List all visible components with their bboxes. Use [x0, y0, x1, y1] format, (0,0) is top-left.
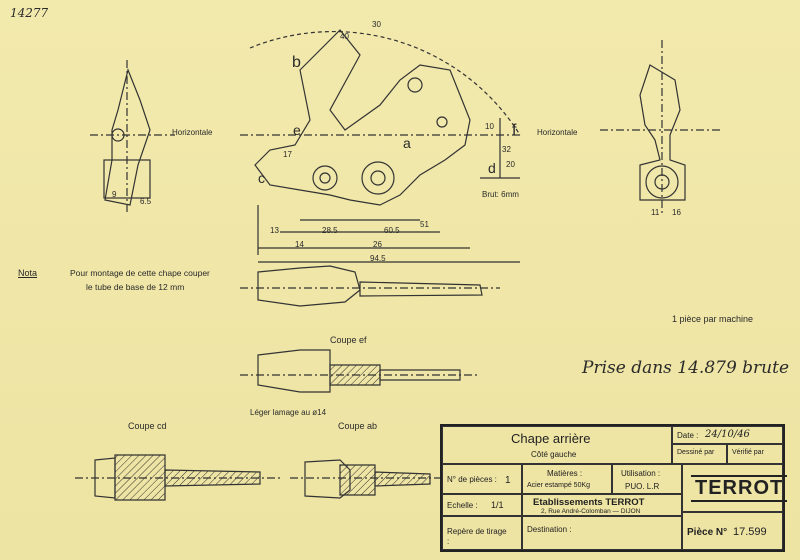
- main-plan-view: [240, 29, 521, 263]
- n-pieces-value: 1: [505, 475, 511, 486]
- destination-label: Destination :: [527, 525, 572, 534]
- long-side-view: [240, 265, 500, 307]
- date-cell: Date : 24/10/46: [672, 426, 783, 444]
- dimension-label: 30: [372, 20, 381, 29]
- brand-cell: TERROT: [682, 464, 788, 512]
- brut-label: Brut: 6mm: [482, 190, 519, 199]
- dimension-label: 9: [112, 190, 117, 199]
- horizontale-left-label: Horizontale: [172, 128, 213, 137]
- n-pieces-label: N° de pièces :: [447, 475, 497, 484]
- per-machine-note: 1 pièce par machine: [672, 314, 754, 324]
- corner-number: 14277: [10, 6, 49, 20]
- company-address: 2, Rue André-Colomban — DIJON: [541, 508, 641, 515]
- date-value: 24/10/46: [705, 429, 750, 440]
- n-pieces-cell: N° de pièces : 1: [442, 464, 522, 494]
- drawing-title: Chape arrière: [511, 431, 591, 446]
- dimension-label: 60.5: [384, 226, 400, 235]
- repere-cell: Repère de tirage :: [442, 516, 522, 550]
- coupe-ab-label: Coupe ab: [338, 421, 378, 431]
- dimension-label: 20: [506, 160, 515, 169]
- utilisation-value: PUO. L.R: [625, 482, 660, 491]
- nota-label: Nota: [18, 268, 38, 278]
- section-letter-d: d: [488, 160, 496, 176]
- dimension-label: 40: [340, 32, 349, 41]
- nota-line2: le tube de base de 12 mm: [86, 282, 185, 292]
- dimension-label: 10: [485, 122, 494, 131]
- dimension-label: 51: [420, 220, 429, 229]
- utilisation-label: Utilisation :: [621, 469, 661, 478]
- horizontale-right-label: Horizontale: [537, 128, 578, 137]
- piece-number: 17.599: [733, 526, 767, 538]
- matieres-label: Matières :: [547, 469, 583, 478]
- section-letter-b: b: [292, 54, 301, 71]
- dimension-label: 26: [373, 240, 382, 249]
- section-letter-a: a: [403, 135, 411, 151]
- dimension-label: 11: [651, 208, 660, 217]
- leger-lamage-note: Léger lamage au ø14: [250, 408, 327, 417]
- section-ab-view: [290, 459, 440, 499]
- dimension-label: 94.5: [370, 254, 386, 263]
- right-side-view: [600, 40, 720, 215]
- dimension-label: 13: [270, 226, 279, 235]
- matieres-value: Acier estampé 50Kg: [527, 482, 591, 489]
- verifie-label: Vérifié par: [732, 449, 764, 456]
- dimension-label: 6.5: [140, 197, 152, 206]
- verifie-cell: Vérifié par: [727, 444, 783, 464]
- dimension-label: 32: [502, 145, 511, 154]
- echelle-label: Echelle :: [447, 501, 478, 510]
- dimension-label: 28.5: [322, 226, 338, 235]
- destination-cell: Destination :: [522, 516, 682, 550]
- company-cell: Etablissements TERROT 2, Rue André-Colom…: [522, 494, 682, 516]
- utilisation-cell: Utilisation : PUO. L.R: [612, 464, 682, 494]
- dimension-label: 14: [295, 240, 304, 249]
- date-label: Date :: [677, 431, 699, 440]
- company-name: Etablissements TERROT: [533, 497, 645, 508]
- handwritten-note: Prise dans 14.879 brute: [582, 358, 790, 378]
- section-ef-view: [240, 349, 480, 393]
- coupe-ef-label: Coupe ef: [330, 335, 367, 345]
- left-side-view: [90, 60, 175, 215]
- piece-cell: Pièce N° 17.599: [682, 512, 783, 550]
- terrot-logo: TERROT: [691, 475, 788, 502]
- section-letter-c: c: [258, 170, 265, 186]
- drawing-subtitle: Côté gauche: [531, 450, 577, 459]
- echelle-cell: Echelle : 1/1: [442, 494, 522, 516]
- matieres-cell: Matières : Acier estampé 50Kg: [522, 464, 612, 494]
- section-letter-e: e: [293, 122, 301, 138]
- repere-label: Repère de tirage :: [447, 527, 507, 546]
- coupe-cd-label: Coupe cd: [128, 421, 167, 431]
- section-cd-view: [75, 454, 280, 501]
- nota-line1: Pour montage de cette chape couper: [70, 268, 210, 278]
- dessine-label: Dessiné par: [677, 449, 715, 456]
- dimension-label: 16: [672, 208, 681, 217]
- title-cell: Chape arrière Côté gauche: [442, 426, 672, 464]
- echelle-value: 1/1: [491, 500, 504, 510]
- piece-label: Pièce N°: [687, 527, 728, 538]
- dimension-label: 17: [283, 150, 292, 159]
- section-letter-f: f: [512, 122, 517, 139]
- dessine-cell: Dessiné par: [672, 444, 727, 464]
- title-block: Chape arrière Côté gauche Date : 24/10/4…: [440, 424, 788, 552]
